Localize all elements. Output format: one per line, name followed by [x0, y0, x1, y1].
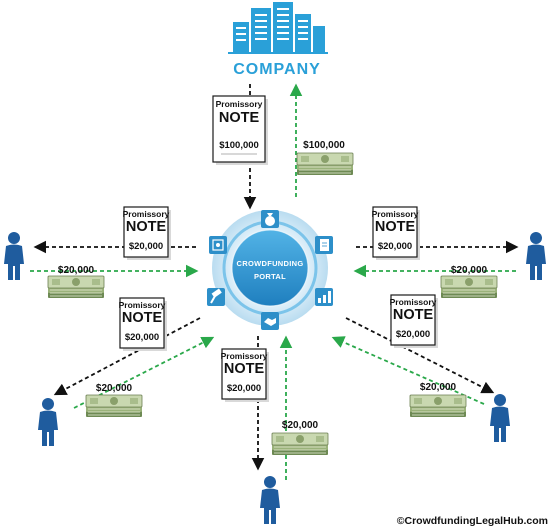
bottom-cash: $20,000 [271, 420, 329, 456]
money-stack-icon [47, 275, 105, 299]
right-cash: $20,000 [440, 265, 498, 299]
note-amount: $20,000 [396, 329, 430, 340]
lower-left-promissory-note: Promissory NOTE $20,000 [119, 297, 167, 351]
note-title-top: Promissory [123, 209, 170, 219]
note-title-top: Promissory [216, 99, 263, 109]
company-name: COMPANY [233, 61, 321, 78]
note-title-top: Promissory [221, 351, 268, 361]
note-title-main: NOTE [393, 307, 434, 323]
handshake-icon [261, 312, 279, 330]
money-stack-icon [271, 432, 329, 456]
note-amount: $20,000 [129, 241, 163, 252]
company-logo: COMPANY [228, 2, 328, 78]
portal-label-line1: CROWDFUNDING [237, 259, 304, 268]
note-amount: $20,000 [227, 383, 261, 394]
cash-amount: $20,000 [282, 420, 319, 431]
credit-text: ©CrowdfundingLegalHub.com [397, 515, 548, 527]
note-amount: $20,000 [125, 332, 159, 343]
lower-right-cash: $20,000 [409, 382, 467, 418]
money-bag-icon [261, 210, 279, 228]
investor-left-person-icon [4, 232, 24, 280]
investor-lower-left-person-icon [38, 398, 58, 446]
company-promissory-note: Promissory NOTE $100,000 [212, 95, 268, 165]
note-title-main: NOTE [126, 219, 167, 235]
company-cash: $100,000 [296, 140, 354, 176]
document-icon [315, 236, 333, 254]
note-amount: $20,000 [378, 241, 412, 252]
cash-amount: $20,000 [58, 265, 95, 276]
note-amount: $100,000 [219, 140, 259, 151]
chart-icon [315, 288, 333, 306]
money-stack-icon [296, 152, 354, 176]
money-stack-icon [85, 394, 143, 418]
lower-left-cash-arrow [73, 336, 215, 409]
cash-amount: $20,000 [420, 382, 457, 393]
note-title-top: Promissory [390, 297, 437, 307]
safe-icon [209, 236, 227, 254]
lower-right-note-arrow [345, 317, 495, 394]
note-title-main: NOTE [375, 219, 416, 235]
company-building-icon [228, 2, 328, 54]
money-stack-icon [409, 394, 467, 418]
portal-label-line2: PORTAL [254, 272, 286, 281]
lower-left-note-arrow [53, 317, 201, 396]
lower-right-cash-arrow [331, 336, 485, 405]
investor-bottom-person-icon [260, 476, 280, 524]
cash-amount: $20,000 [96, 383, 133, 394]
bottom-promissory-note: Promissory NOTE $20,000 [221, 348, 269, 402]
note-title-top: Promissory [119, 300, 166, 310]
cash-amount: $20,000 [451, 265, 488, 276]
crowdfunding-portal: CROWDFUNDING PORTAL [207, 210, 333, 330]
cash-amount: $100,000 [303, 140, 345, 151]
lower-left-cash: $20,000 [85, 383, 143, 418]
left-cash: $20,000 [47, 265, 105, 299]
note-title-top: Promissory [372, 209, 419, 219]
money-stack-icon [440, 275, 498, 299]
left-promissory-note: Promissory NOTE $20,000 [123, 206, 171, 260]
right-promissory-note: Promissory NOTE $20,000 [372, 206, 420, 260]
note-title-main: NOTE [224, 361, 265, 377]
note-title-main: NOTE [122, 310, 163, 326]
note-title-main: NOTE [219, 110, 260, 126]
investor-lower-right-person-icon [490, 394, 510, 442]
investor-right-person-icon [526, 232, 546, 280]
gavel-icon [207, 288, 225, 306]
lower-right-promissory-note: Promissory NOTE $20,000 [390, 294, 438, 348]
